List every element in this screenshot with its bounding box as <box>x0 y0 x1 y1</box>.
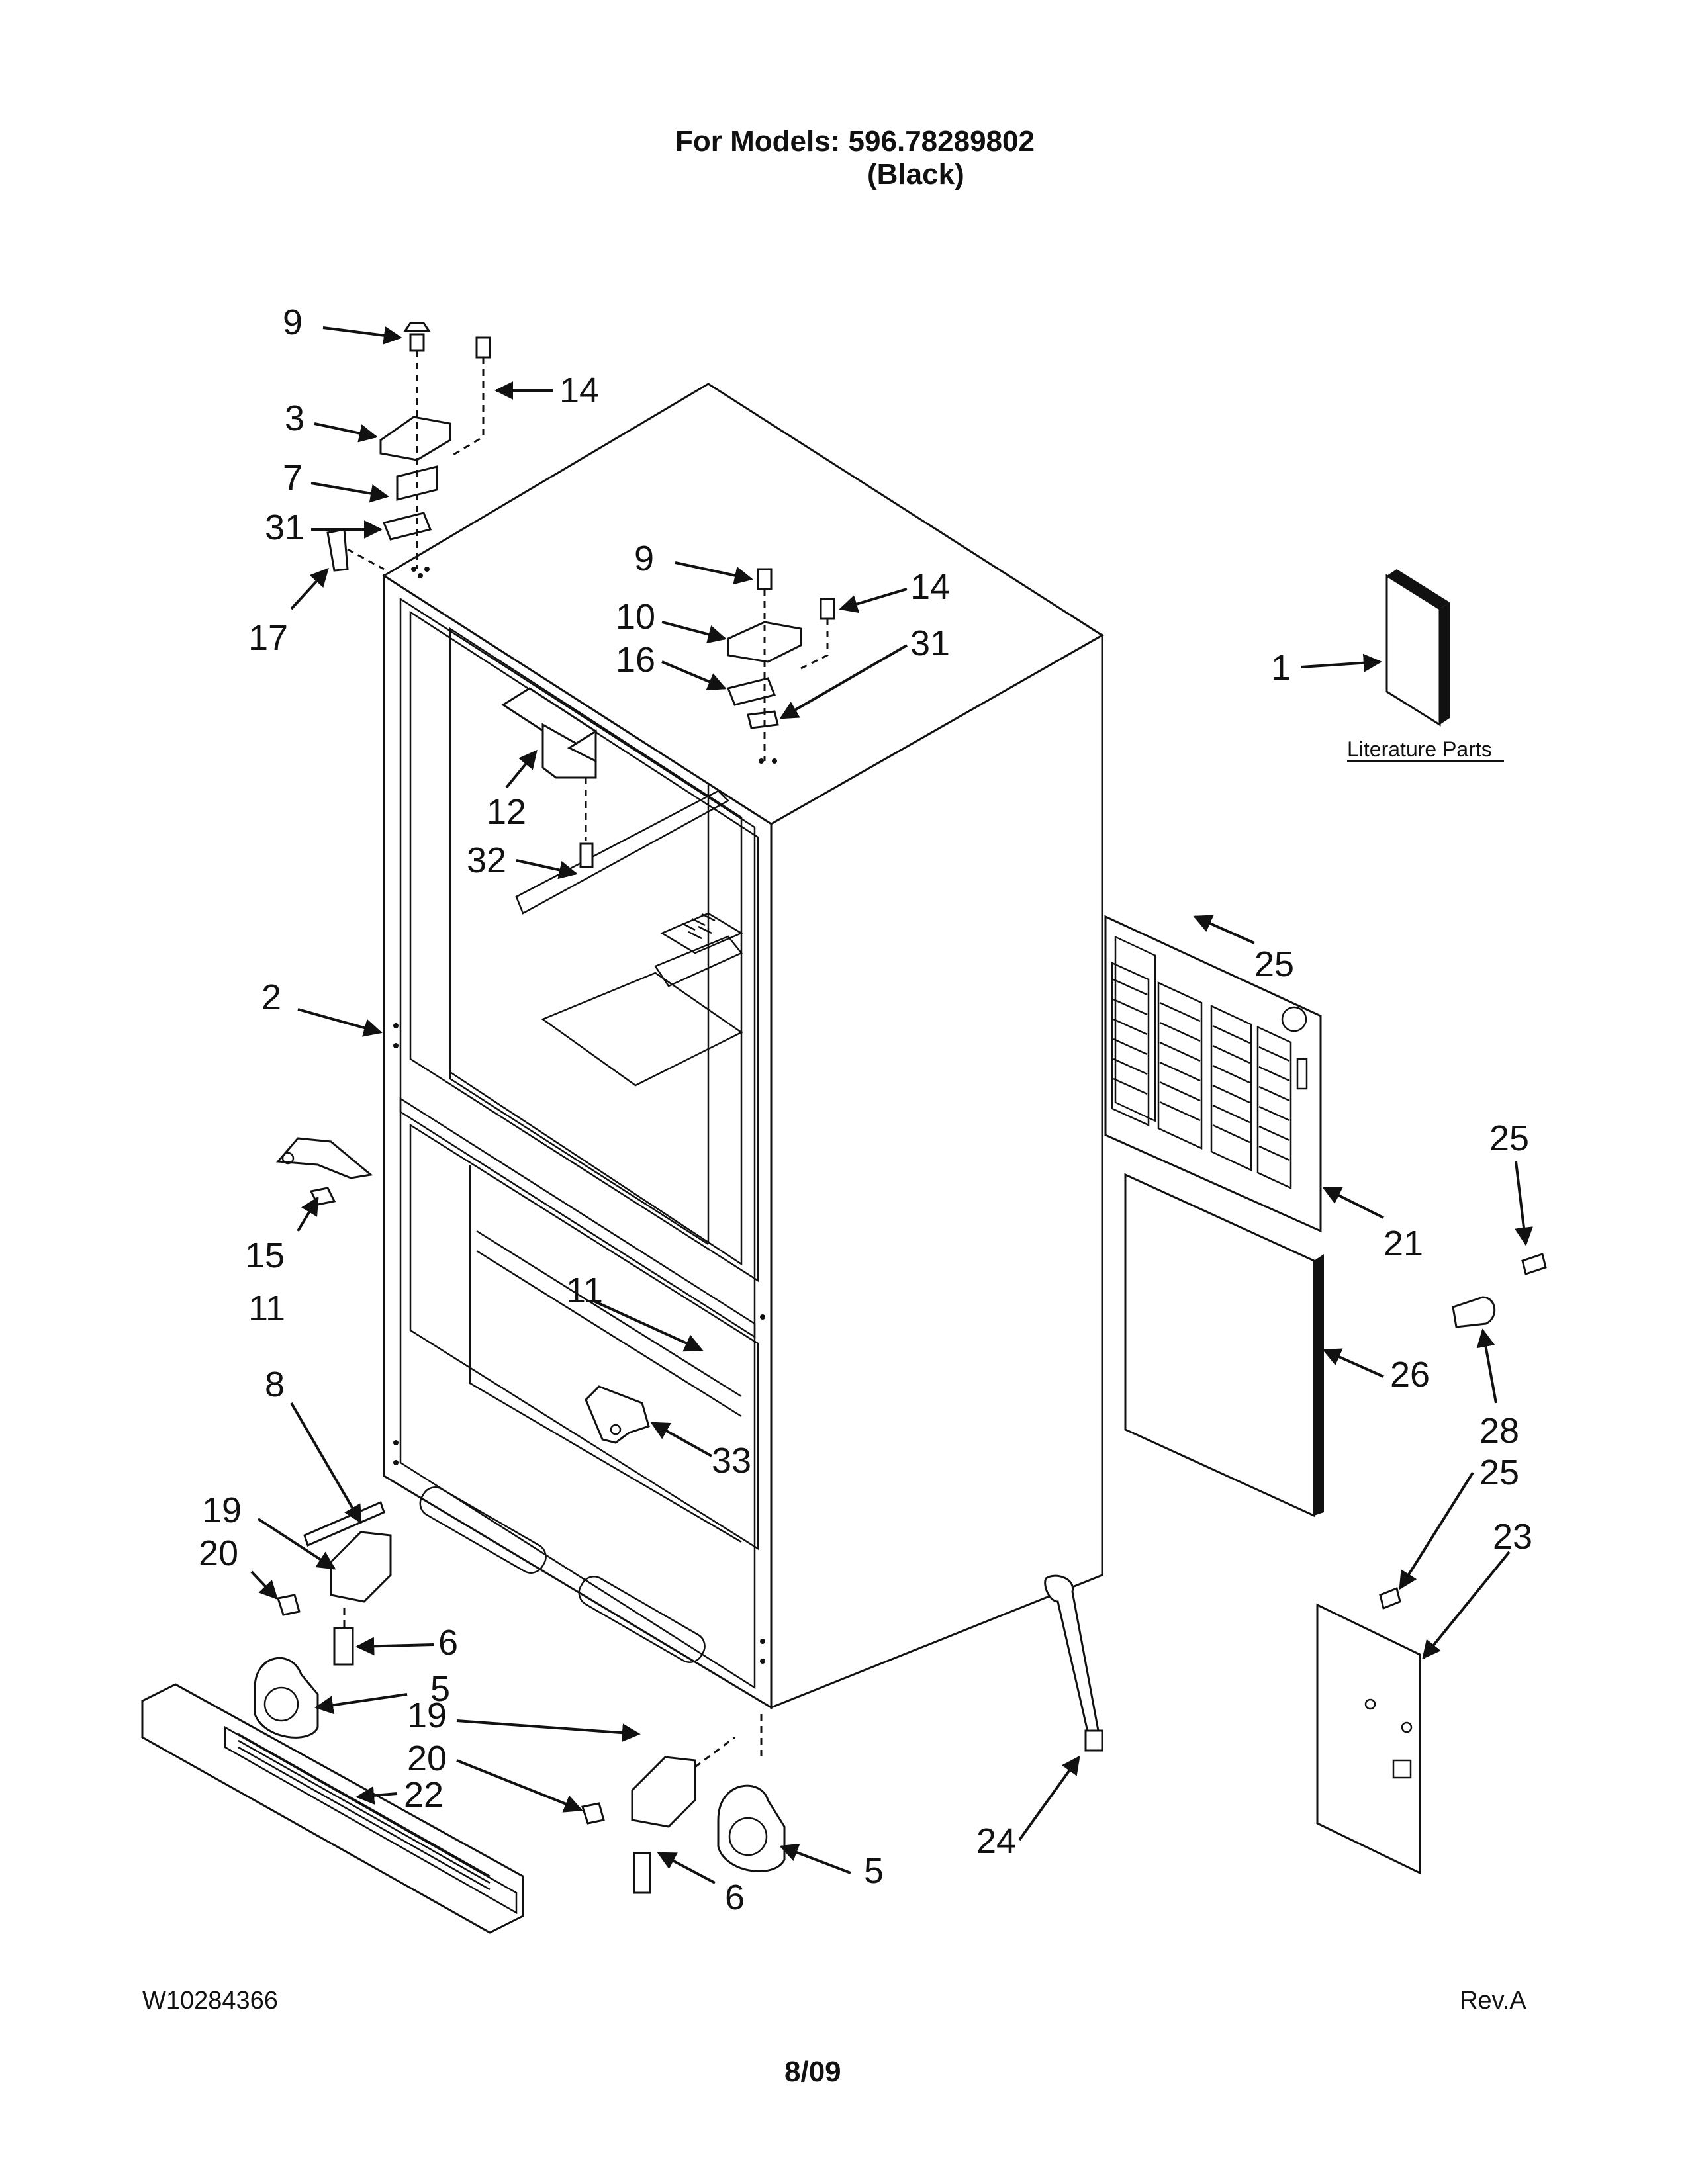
leveling-assembly-right <box>581 1714 786 1894</box>
callout-20: 20 <box>407 1739 447 1778</box>
clamp-28 <box>1452 1253 1547 1328</box>
callout-26: 26 <box>1390 1355 1430 1394</box>
callout-12: 12 <box>487 792 526 832</box>
callout-31: 31 <box>265 508 305 547</box>
callout-25: 25 <box>1254 944 1294 984</box>
callout-11: 11 <box>248 1289 285 1328</box>
callout-8: 8 <box>265 1365 285 1404</box>
footer-date: 8/09 <box>784 2056 841 2088</box>
top-hinge-right <box>726 568 835 761</box>
callout-32: 32 <box>467 841 506 880</box>
callout-24: 24 <box>976 1821 1016 1861</box>
callout-5: 5 <box>864 1851 884 1891</box>
callout-20: 20 <box>199 1533 238 1573</box>
callout-19: 19 <box>202 1490 242 1530</box>
callout-6: 6 <box>725 1878 745 1917</box>
leader-lines <box>250 326 1533 1884</box>
kick-plate-22 <box>141 1683 524 1934</box>
bracket-12 <box>501 687 598 868</box>
callout-9: 9 <box>634 539 654 578</box>
revision-label: Rev.A <box>1460 1987 1526 2015</box>
models-header: For Models: 596.78289802 <box>675 125 1035 158</box>
hinge-33 <box>585 1385 650 1444</box>
callout-16: 16 <box>616 640 655 680</box>
hinge-15 <box>275 1137 373 1206</box>
callout-25: 25 <box>1479 1453 1519 1492</box>
document-number: W10284366 <box>142 1987 278 2015</box>
callout-28: 28 <box>1479 1411 1519 1451</box>
callout-11: 11 <box>566 1271 603 1310</box>
callout-17: 17 <box>248 618 288 658</box>
callout-labels: 9 14 3 7 31 17 9 14 10 16 31 1 12 32 25 … <box>199 302 1532 1917</box>
callout-3: 3 <box>285 398 305 438</box>
callout-31: 31 <box>910 623 950 663</box>
color-header: (Black) <box>867 158 964 191</box>
leveling-assembly-left <box>254 1500 392 1739</box>
callout-19: 19 <box>407 1696 447 1735</box>
rear-grille <box>1104 915 1322 1233</box>
callout-25: 25 <box>1489 1118 1529 1158</box>
callout-5: 5 <box>430 1669 450 1709</box>
panel-26 <box>1124 1173 1324 1518</box>
cabinet-drawing <box>382 383 1104 1709</box>
callout-22: 22 <box>404 1775 444 1815</box>
top-hinge-left <box>326 322 491 572</box>
callout-33: 33 <box>712 1441 751 1480</box>
callout-6: 6 <box>438 1623 458 1662</box>
access-panel-23 <box>1316 1586 1421 1875</box>
callout-23: 23 <box>1493 1517 1532 1557</box>
callout-14: 14 <box>559 371 599 410</box>
callout-2: 2 <box>261 978 281 1017</box>
part-24 <box>1044 1574 1103 1752</box>
callout-9: 9 <box>283 302 303 342</box>
callout-1: 1 <box>1271 648 1291 688</box>
callout-7: 7 <box>283 458 303 498</box>
literature-book <box>1385 569 1450 727</box>
literature-parts-label: Literature Parts <box>1347 737 1492 761</box>
callout-10: 10 <box>616 597 655 637</box>
callout-14: 14 <box>910 567 950 607</box>
callout-15: 15 <box>245 1236 285 1275</box>
callout-21: 21 <box>1383 1224 1423 1263</box>
